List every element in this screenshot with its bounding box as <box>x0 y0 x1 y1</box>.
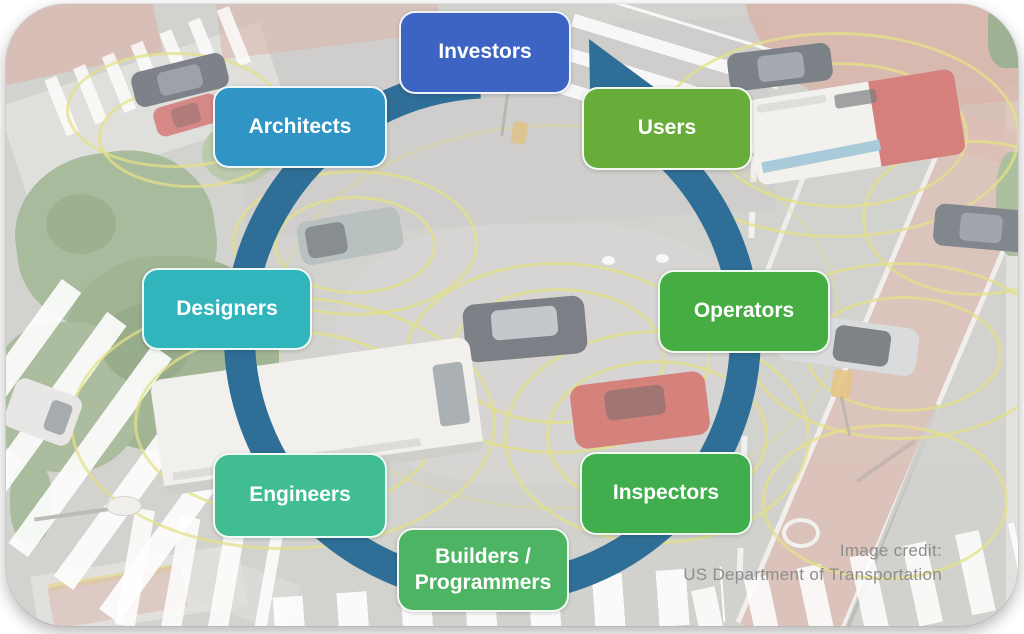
tree-shadow <box>46 194 116 254</box>
node-investors: Investors <box>399 11 571 94</box>
image-credit-line2: US Department of Transportation <box>683 565 942 585</box>
image-credit: Image credit: US Department of Transport… <box>683 539 942 588</box>
v2x-signal-ring <box>762 424 1008 580</box>
image-card: Investors Users Operators Inspectors Bui… <box>6 4 1018 626</box>
road-dot <box>602 256 615 265</box>
street-lamp-head <box>106 496 142 516</box>
node-users: Users <box>582 87 752 170</box>
node-inspectors: Inspectors <box>580 452 752 535</box>
tree <box>988 4 1018 68</box>
node-builders-programmers: Builders / Programmers <box>397 528 569 612</box>
road-dot <box>656 254 669 263</box>
manhole <box>782 518 820 548</box>
node-designers: Designers <box>142 268 312 350</box>
node-operators: Operators <box>658 270 830 353</box>
node-engineers: Engineers <box>213 453 387 538</box>
image-credit-line1: Image credit: <box>839 540 942 560</box>
node-architects: Architects <box>213 86 387 168</box>
